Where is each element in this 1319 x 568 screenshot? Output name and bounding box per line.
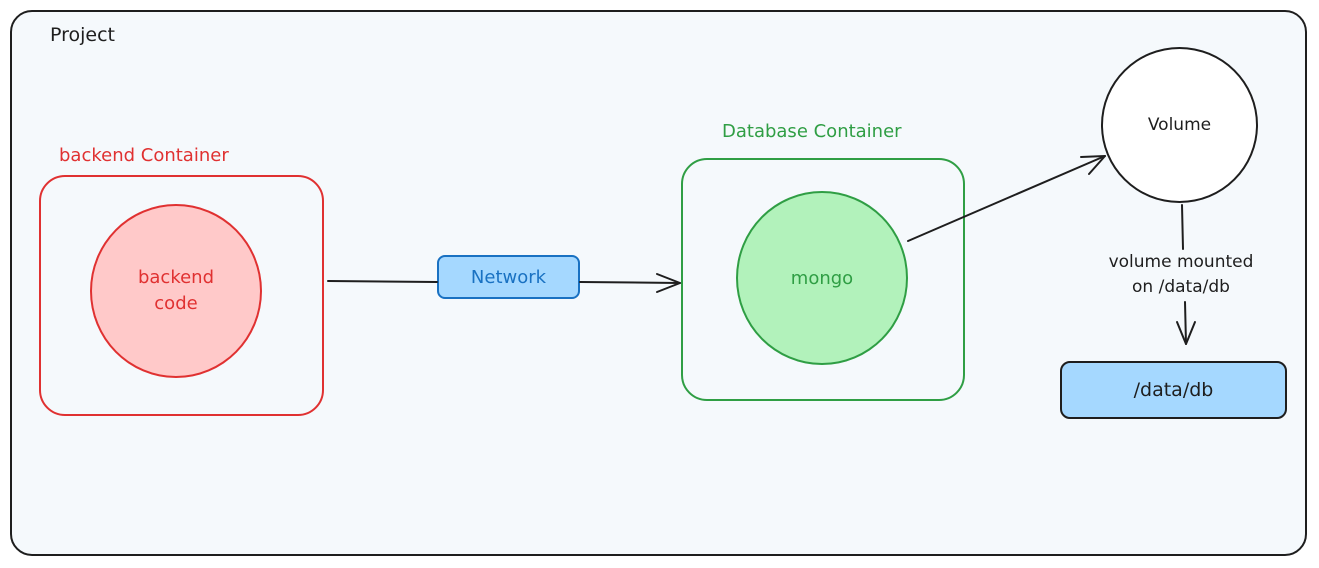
backend-container <box>39 175 324 416</box>
project-title: Project <box>50 24 116 46</box>
volume-mount-label: volume mounted on /data/db <box>1108 252 1254 297</box>
network-node: Network <box>437 255 580 299</box>
mongo-node: mongo <box>736 191 908 365</box>
volume-node: Volume <box>1101 47 1258 203</box>
database-container-label: Database Container <box>722 121 902 142</box>
backend-container-label: backend Container <box>59 145 229 166</box>
backend-code-node: backend code <box>90 204 262 378</box>
database-container <box>681 158 965 401</box>
data-db-node: /data/db <box>1060 361 1287 419</box>
